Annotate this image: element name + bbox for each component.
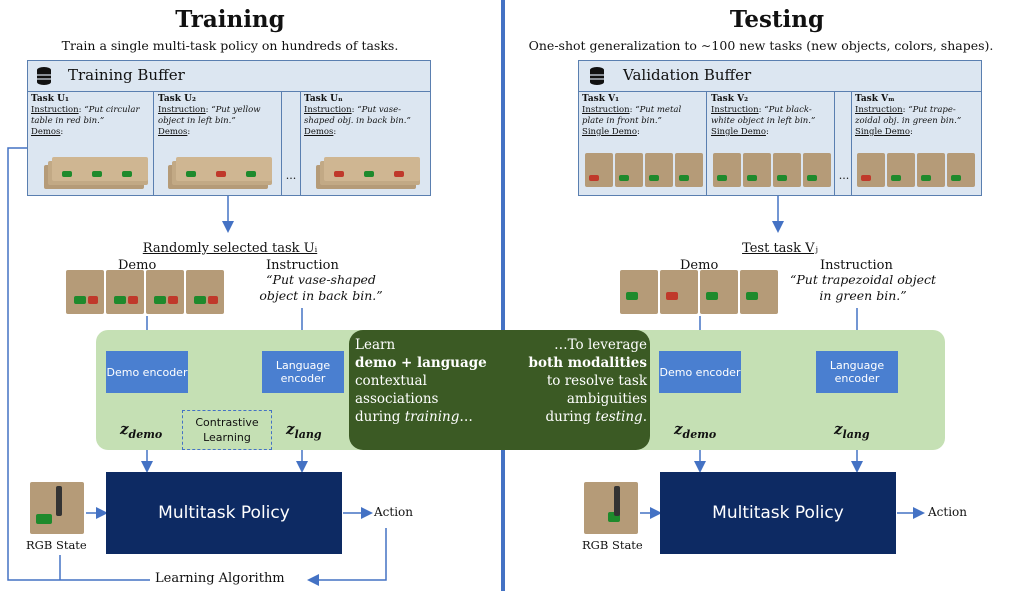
validation-buffer: Validation Buffer Task V₁ Instruction: “… [578,60,982,196]
task-name: Task U₁ [31,94,69,104]
training-rgb-state-label: RGB State [26,538,87,552]
testing-instruction-text: “Put trapezoidal object in green bin.” [789,272,937,303]
test-task-1: Task V₁ Instruction: “Put metal plate in… [579,92,707,195]
training-selected-task: Randomly selected task Uᵢ [142,241,318,256]
training-subtitle: Train a single multi-task policy on hund… [61,38,399,53]
demos-label: Demos [158,127,188,137]
task-name: Task Vₘ [855,94,895,104]
demos-label: Single Demo [855,127,910,137]
testing-selected-task: Test task Vⱼ [742,241,818,256]
demos-label: Single Demo [582,127,637,137]
demo-thumbnails-u1 [44,155,148,191]
task-name: Task Uₙ [304,94,343,104]
training-z-lang: zlang [286,420,322,441]
task-instruction: “Put black-white object in left bin.” [711,105,816,126]
training-z-demo: zdemo [120,420,163,441]
train-task-1: Task U₁ Instruction: “Put circular table… [28,92,154,195]
test-task-2: Task V₂ Instruction: “Put black-white ob… [708,92,835,195]
instruction-label: Instruction [304,105,352,115]
testing-action-label: Action [928,505,967,519]
training-demo-label: Demo [118,258,157,273]
training-instruction-label: Instruction [266,258,339,273]
learning-algorithm-label: Learning Algorithm [155,571,285,586]
testing-subtitle: One-shot generalization to ∼100 new task… [528,38,994,53]
database-icon [589,67,605,85]
train-task-2: Task U₂ Instruction: “Put yellow object … [155,92,282,195]
instruction-label: Instruction [855,105,903,115]
instruction-label: Instruction [158,105,206,115]
training-title: Training [175,6,285,33]
testing-instruction-label: Instruction [820,258,893,273]
testing-rgb-state-image [584,482,638,534]
single-demo-v1 [585,153,703,189]
testing-demo-frames [620,270,780,316]
single-demo-v2 [713,153,831,189]
training-instruction-text: “Put vase-shaped object in back bin.” [259,272,383,303]
instruction-label: Instruction [31,105,79,115]
demos-label: Demos [31,127,61,137]
testing-title: Testing [729,6,825,33]
contrastive-learning-box: Contrastive Learning [182,410,272,450]
instruction-label: Instruction [582,105,630,115]
task-instruction: “Put vase-shaped obj. in back bin.” [304,105,411,126]
center-divider [501,0,505,591]
demos-label: Demos [304,127,334,137]
task-instruction: “Put metal plate in front bin.” [582,105,682,126]
task-ellipsis: ... [838,169,850,182]
training-buffer-title: Training Buffer [68,66,185,84]
task-name: Task V₁ [582,94,620,104]
task-instruction: “Put yellow object in left bin.” [158,105,261,126]
testing-demo-label: Demo [680,258,719,273]
testing-rgb-state-label: RGB State [582,538,643,552]
test-task-m: Task Vₘ Instruction: “Put trape-zoidal o… [851,92,981,195]
training-language-encoder: Language encoder [262,351,344,393]
testing-demo-encoder: Demo encoder [659,351,741,393]
training-rgb-state-image [30,482,84,534]
training-multitask-policy: Multitask Policy [106,472,342,554]
testing-multitask-policy: Multitask Policy [660,472,896,554]
instruction-label: Instruction [711,105,759,115]
testing-z-lang: zlang [834,420,870,441]
testing-language-encoder: Language encoder [816,351,898,393]
training-action-label: Action [374,505,413,519]
task-name: Task U₂ [158,94,196,104]
single-demo-vm [857,153,975,189]
training-demo-frames [66,270,226,316]
demo-thumbnails-un [316,155,420,191]
center-note-bubble [349,330,650,450]
center-note-right: …To leverage both modalities to resolve … [528,337,647,425]
task-instruction: “Put trape-zoidal obj. in green bin.” [855,105,962,126]
train-task-n: Task Uₙ Instruction: “Put vase-shaped ob… [300,92,430,195]
task-ellipsis: ... [285,169,297,182]
training-demo-encoder: Demo encoder [106,351,188,393]
task-name: Task V₂ [711,94,749,104]
training-buffer: Training Buffer Task U₁ Instruction: “Pu… [27,60,431,196]
testing-z-demo: zdemo [674,420,717,441]
task-instruction: “Put circular table in red bin.” [31,105,140,126]
validation-buffer-title: Validation Buffer [623,66,752,84]
demo-thumbnails-u2 [168,155,272,191]
database-icon [36,67,52,85]
center-note-left: Learn demo + language contextual associa… [355,337,487,425]
demos-label: Single Demo [711,127,766,137]
